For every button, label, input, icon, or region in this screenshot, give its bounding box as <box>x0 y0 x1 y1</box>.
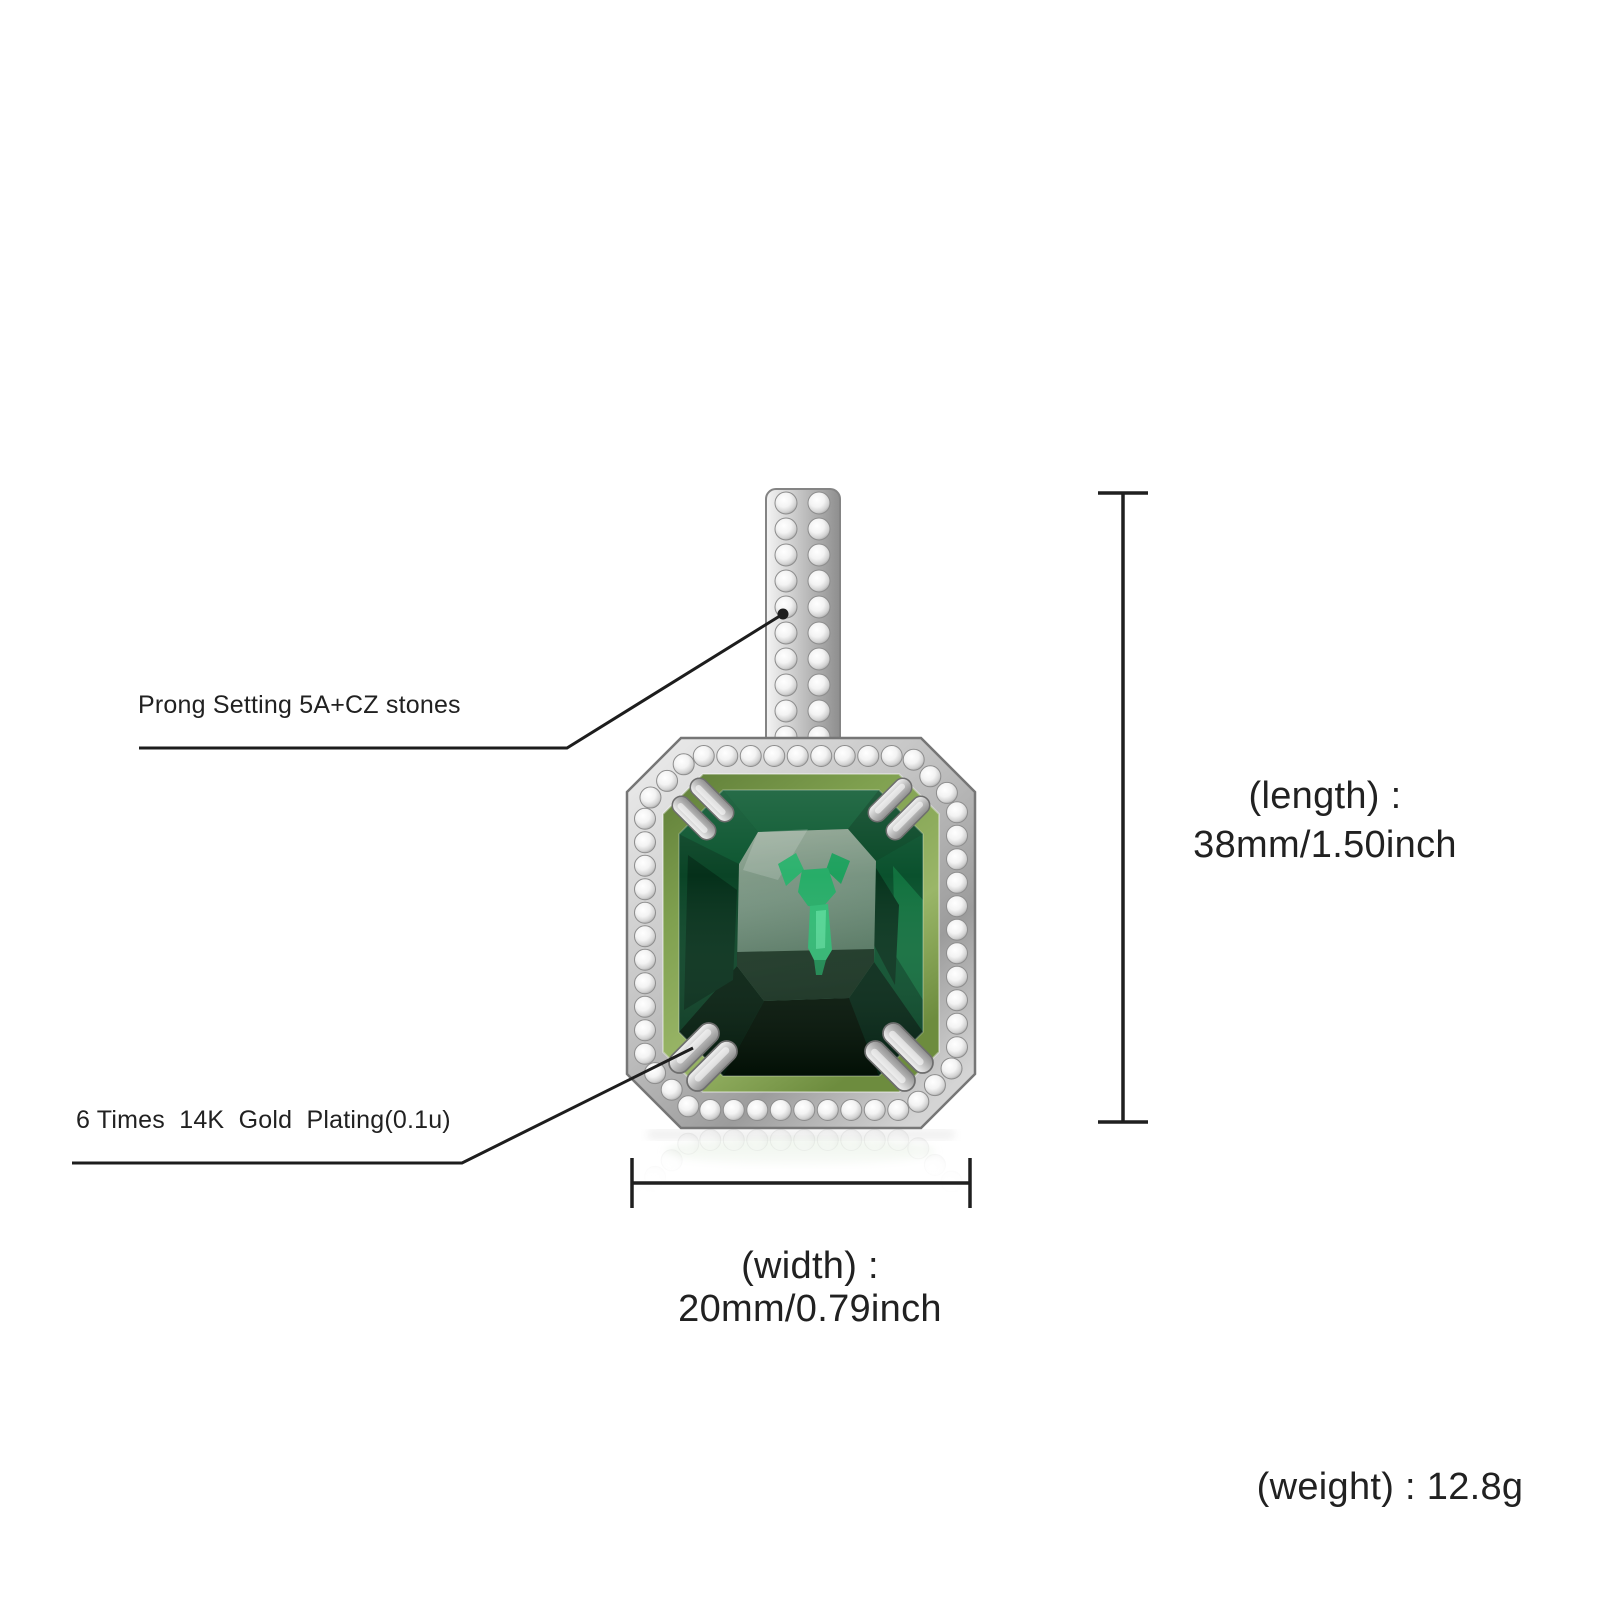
prong-setting-leader-dot <box>777 608 789 620</box>
width-measurement-label: (width) : 20mm/0.79inch <box>678 1245 942 1330</box>
weight-measurement-label: (weight) : 12.8g <box>1256 1466 1524 1508</box>
width-measure-line <box>630 1158 972 1208</box>
length-measure-line <box>1098 491 1148 1124</box>
gold-plating-leader-line <box>72 1046 694 1165</box>
prong-setting-leader-line <box>139 612 784 750</box>
prong-setting-annotation: Prong Setting 5A+CZ stones <box>138 691 461 719</box>
green-gemstone <box>678 789 924 1077</box>
leader-lines <box>72 612 784 1165</box>
length-measurement-label: (length) : 38mm/1.50inch <box>1135 772 1515 870</box>
length-measurement-name: (length) : <box>1248 775 1402 817</box>
reflection-fade <box>600 1128 1020 1208</box>
length-measurement-value: 38mm/1.50inch <box>1193 824 1457 866</box>
halo-cz-stones <box>634 745 968 1121</box>
gold-plating-annotation: 6 Times 14K Gold Plating(0.1u) <box>76 1106 451 1134</box>
